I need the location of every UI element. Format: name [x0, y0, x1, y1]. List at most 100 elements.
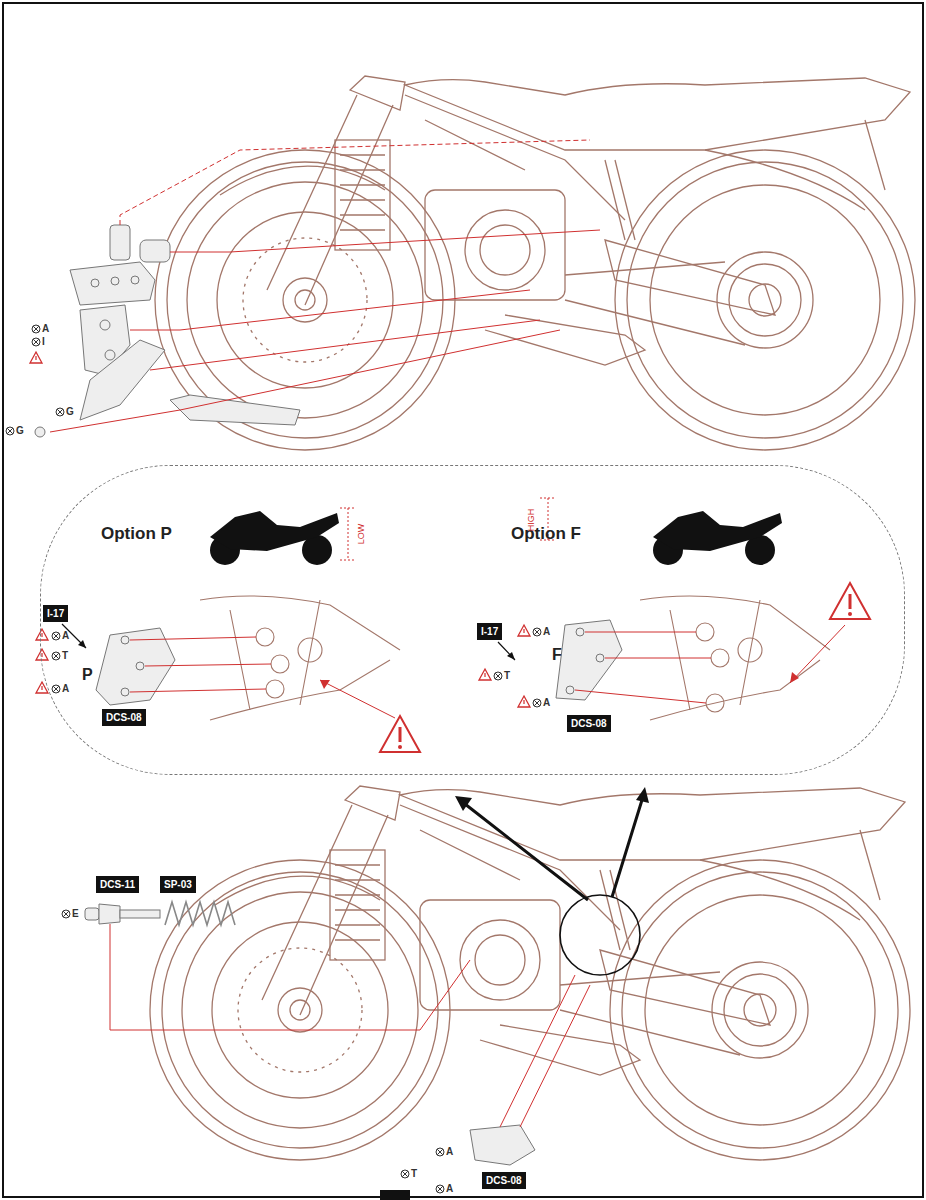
illustration-line: [50, 140, 600, 432]
illustration-line: [110, 225, 130, 260]
bolt-symbol: [402, 1171, 408, 1177]
illustration-line: [36, 356, 524, 704]
bolt-code: T: [411, 1168, 417, 1180]
bolt-symbol: [52, 632, 60, 640]
part-number: DCS-08: [102, 709, 146, 726]
illustration-line: [711, 649, 729, 667]
part-number: I-17: [477, 623, 502, 640]
illustration-line: [320, 625, 845, 718]
illustration-line: [85, 908, 99, 920]
illustration-line: [398, 612, 852, 749]
bolt-symbol: [32, 325, 40, 333]
illustration-line: [136, 662, 144, 670]
illustration-line: [110, 924, 470, 1030]
illustration-line: [121, 636, 129, 644]
bolt-symbol: [533, 628, 541, 636]
part-number: SP-03: [160, 876, 196, 893]
illustration-line: [165, 902, 235, 925]
illustration-line: [85, 904, 535, 1200]
illustration-line: [99, 904, 120, 924]
bolt-code: I: [42, 336, 45, 348]
illustration-line: [36, 356, 850, 742]
illustration-line: [340, 508, 356, 560]
illustration-line: [120, 910, 160, 918]
illustration-line: [96, 620, 622, 705]
bolt-symbol: [52, 652, 60, 660]
illustration-line: [200, 596, 400, 720]
bolt-code: G: [66, 406, 74, 418]
illustration-line: [200, 596, 830, 720]
illustration-line: [576, 628, 584, 636]
illustration-line: [256, 628, 274, 646]
bolt-symbol: [62, 910, 70, 918]
part-number: DCS-08: [482, 1172, 526, 1189]
illustration-line: [596, 654, 604, 662]
dimension-label: LOW: [355, 524, 367, 545]
options-panel: Option POption FI-17DCS-08I-17DCS-08: [40, 465, 905, 775]
part-tag: I-17: [43, 605, 68, 622]
bolt-symbol: [53, 686, 59, 692]
bolt-code: A: [446, 1183, 453, 1195]
illustration-line: [30, 352, 870, 752]
illustration-line: [91, 279, 99, 287]
option-letter: P: [82, 666, 93, 684]
illustration-line: [848, 612, 852, 616]
bolt-symbol: [534, 629, 540, 635]
part-number: I-17: [43, 605, 68, 622]
bolt-code: G: [16, 425, 24, 437]
illustration-line: [150, 320, 540, 370]
illustration-line: [130, 498, 845, 718]
part-number: DCS-11: [96, 876, 139, 893]
bolt-symbol: [53, 633, 59, 639]
illustration-line: [470, 1125, 535, 1165]
illustration-line: [62, 624, 515, 660]
illustration-line: [165, 902, 235, 925]
bolt-symbol: [437, 1149, 443, 1155]
part-tag: DCS-08: [102, 709, 146, 726]
illustration-line: [70, 262, 155, 305]
part-tag: I-17: [477, 623, 502, 640]
option-letter: F: [552, 646, 562, 664]
bolt-symbol: [436, 1185, 444, 1193]
illustration-line: [560, 895, 640, 975]
illustration-line: [62, 624, 515, 660]
bolt-symbol: [533, 699, 541, 707]
illustration-line: [78, 640, 86, 648]
bolt-symbol: [437, 1186, 443, 1192]
illustration-line: [706, 694, 724, 712]
part-tag: DCS-11: [96, 876, 139, 893]
bolt-symbol: [33, 339, 39, 345]
illustration-line: [131, 276, 139, 284]
bolt-symbol: [495, 673, 501, 679]
illustration-line: [566, 686, 574, 694]
bolt-symbol: [436, 1148, 444, 1156]
bolt-code: A: [543, 697, 550, 709]
illustration-line: [111, 277, 119, 285]
illustration-line: [80, 340, 165, 420]
option-heading: Option F: [511, 524, 581, 544]
illustration-line: [140, 240, 170, 262]
illustration-line: [653, 511, 782, 565]
illustration-line: [150, 786, 910, 1160]
bolt-symbol: [33, 326, 39, 332]
bolt-symbol: [32, 338, 40, 346]
bolt-symbol: [494, 672, 502, 680]
illustration-line: [320, 680, 330, 689]
bolt-code: A: [543, 626, 550, 638]
bolt-code: T: [62, 650, 68, 662]
bolt-code: E: [72, 908, 79, 920]
bolt-symbol: [63, 911, 69, 917]
bolt-code: A: [42, 323, 49, 335]
illustration-line: [507, 652, 515, 660]
illustration-line: [170, 230, 600, 252]
illustration-line: [455, 796, 472, 811]
illustration-line: [105, 350, 115, 360]
illustration-line: [110, 924, 590, 1127]
bolt-symbol: [53, 653, 59, 659]
illustration-line: [155, 76, 915, 450]
bolt-symbol: [7, 428, 13, 434]
part-tag: DCS-08: [482, 1172, 526, 1189]
